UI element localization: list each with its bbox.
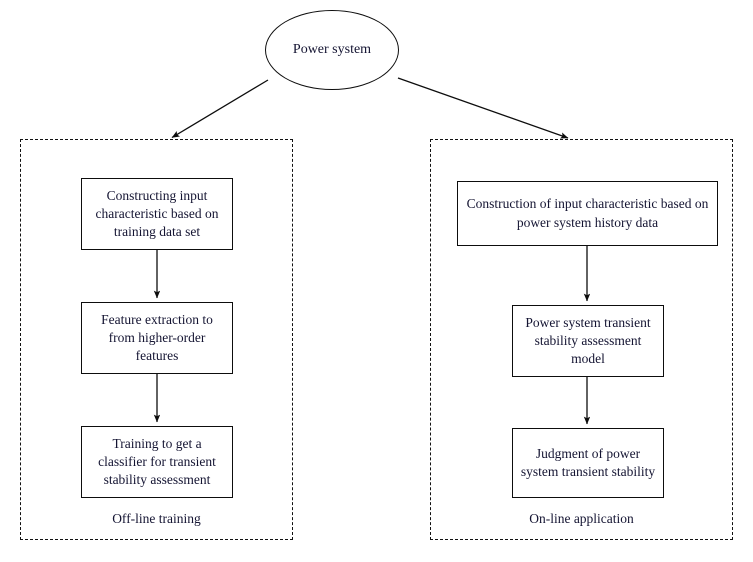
arrow-power-system-to-offline: [171, 79, 269, 139]
node-power-system[interactable]: Power system: [265, 10, 399, 90]
node-offline-step-2[interactable]: Feature extraction to from higher-order …: [81, 302, 233, 374]
node-offline-step-2-label: Feature extraction to from higher-order …: [101, 311, 213, 364]
group-offline-training-caption: Off-line training: [112, 511, 201, 526]
node-online-step-1-label: Construction of input characteristic bas…: [466, 196, 709, 230]
node-offline-step-3-label: Training to get a classifier for transie…: [98, 435, 216, 488]
node-online-step-3[interactable]: Judgment of power system transient stabi…: [512, 428, 664, 498]
group-online-application-caption: On-line application: [529, 511, 634, 526]
node-offline-step-1-label: Constructing input characteristic based …: [95, 187, 219, 240]
group-offline-training: [20, 139, 293, 540]
node-offline-step-3[interactable]: Training to get a classifier for transie…: [81, 426, 233, 498]
node-online-step-3-label: Judgment of power system transient stabi…: [520, 445, 656, 479]
node-power-system-label: Power system: [292, 41, 372, 57]
group-online-application: [430, 139, 733, 540]
arrow-power-system-to-online: [397, 77, 569, 139]
node-online-step-2-label: Power system transient stability assessm…: [525, 314, 651, 367]
node-online-step-1[interactable]: Construction of input characteristic bas…: [457, 181, 718, 246]
node-online-step-2[interactable]: Power system transient stability assessm…: [512, 305, 664, 377]
node-offline-step-1[interactable]: Constructing input characteristic based …: [81, 178, 233, 250]
